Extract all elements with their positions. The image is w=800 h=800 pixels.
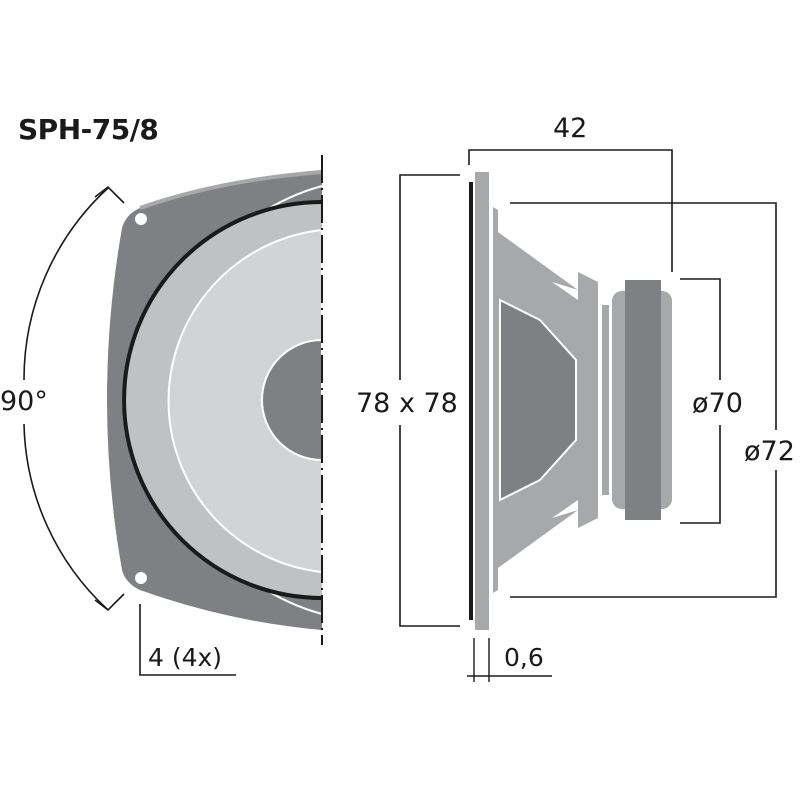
side-view [399,149,777,682]
magnet-dim-line-top [680,278,721,380]
depth-dim-line [468,149,673,272]
mounting-hole-label: 4 (4x) [148,643,223,672]
mounting-hole-top [135,213,147,225]
cone [167,228,323,574]
angle-arc [23,187,109,381]
frame-dim-line-top [399,174,460,380]
magnet [625,280,661,520]
hole-dim-line [139,604,236,676]
model-title: SPH-75/8 [18,113,159,146]
angle-label: 90° [0,386,48,417]
flange [475,172,489,630]
side-cone [499,298,577,502]
frame-dim-line-bottom [399,425,460,627]
magnet-dim-line-bottom [680,425,721,524]
frame-size-label: 78 x 78 [356,388,458,419]
mounting-hole-bottom [135,572,147,584]
basket-dim-line-bottom [510,470,777,598]
magnet-diameter-label: ø70 [692,388,743,419]
basket-dim-line-top [510,202,777,430]
front-view [23,155,323,676]
top-plate [602,305,609,495]
thickness-label: 0,6 [504,643,544,672]
basket-diameter-label: ø72 [744,436,795,467]
dust-cap [261,338,323,462]
gasket [469,182,473,620]
depth-label: 42 [553,113,588,144]
